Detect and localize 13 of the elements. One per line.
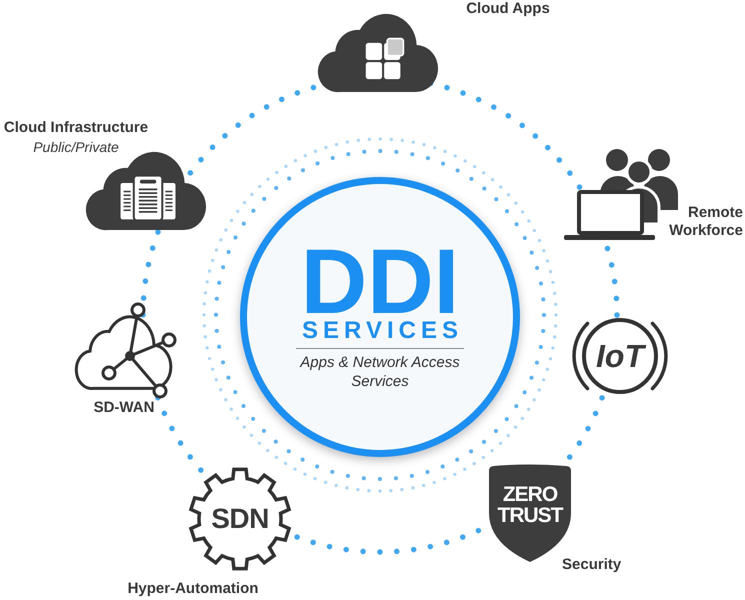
node-title: SD-WAN (94, 399, 154, 417)
node-caption: Security (562, 556, 622, 574)
node-title: ZERO TRUST (496, 484, 564, 526)
node-caption: Hyper-Automation (128, 580, 258, 598)
hub-subtitle: SERVICES (302, 318, 463, 343)
node-title: Remote Workforce (668, 204, 743, 240)
node-title: IoT (596, 340, 644, 372)
node-title: Cloud Infrastructure (4, 119, 148, 137)
node-subtitle: Public/Private (33, 138, 119, 156)
node-title: Cloud Apps (466, 0, 550, 18)
hub-description: Apps & Network Access Services (298, 353, 461, 392)
hub-title: DDI (300, 246, 460, 320)
node-title: SDN (211, 505, 269, 533)
